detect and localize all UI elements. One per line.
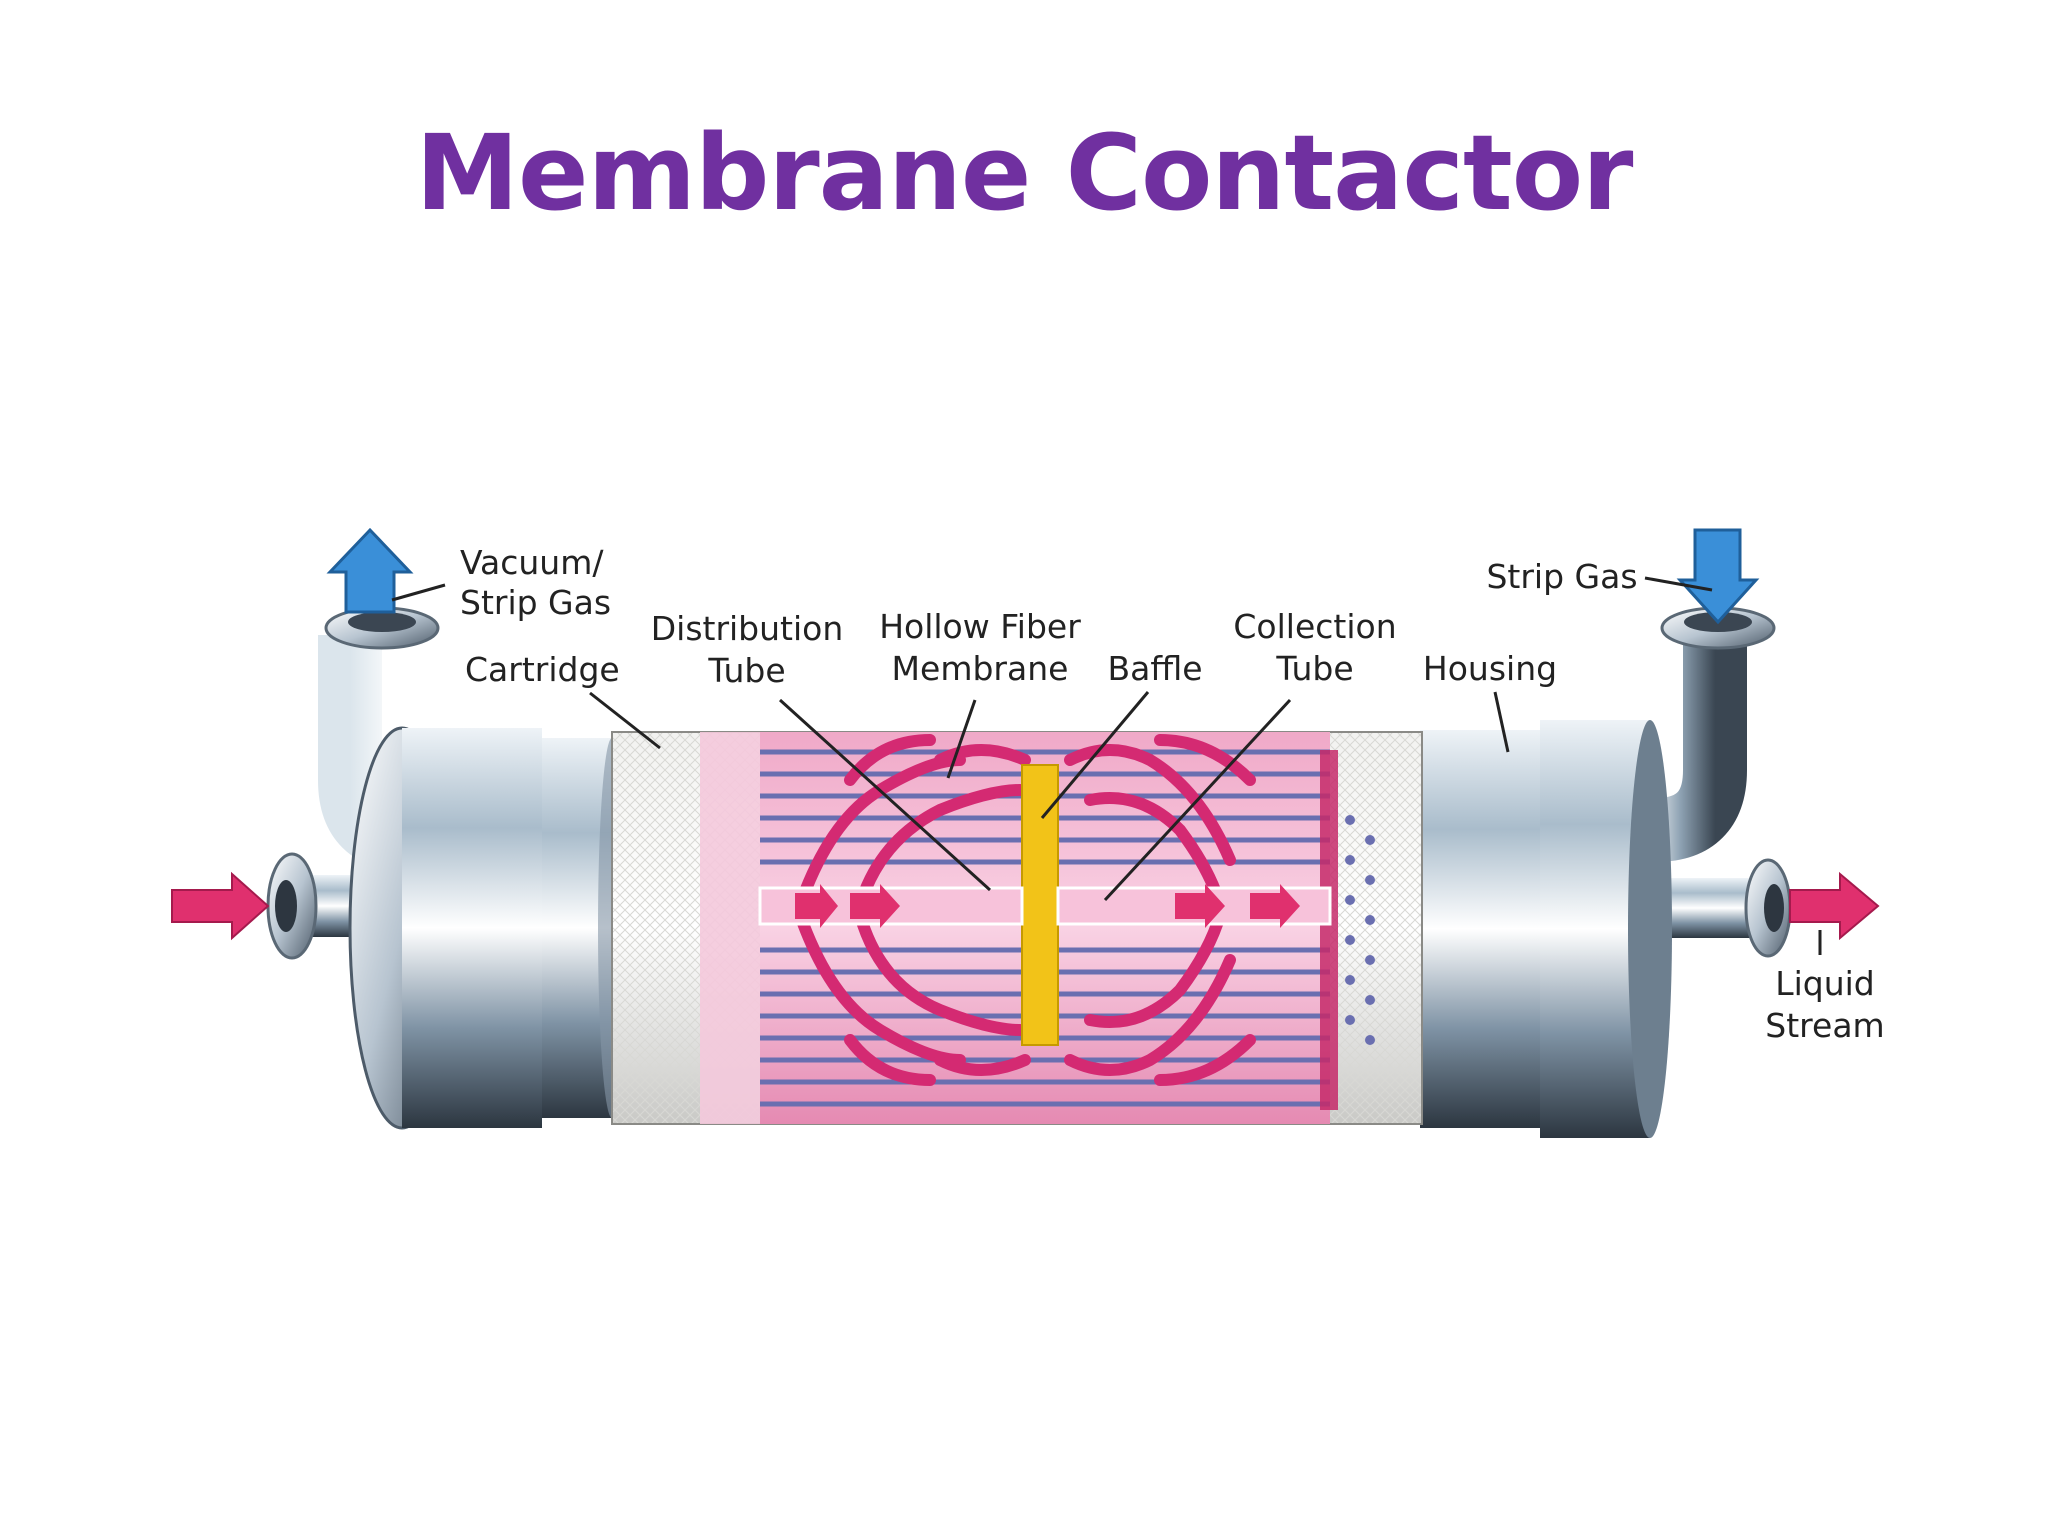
label-baffle: Baffle (1107, 649, 1202, 688)
fiber-end-bundle (1345, 815, 1375, 1045)
label-liquid-stream-1: Liquid (1775, 964, 1875, 1003)
left-end-cap (348, 726, 626, 1130)
label-distribution-tube-1: Distribution (651, 609, 844, 648)
label-hollow-fiber-membrane-2: Membrane (892, 649, 1069, 688)
label-vacuum-strip-gas-2: Strip Gas (460, 583, 611, 622)
label-liquid-stream-2: Stream (1765, 1006, 1884, 1045)
label-hollow-fiber-membrane-1: Hollow Fiber (879, 607, 1081, 646)
label-collection-tube-2: Tube (1275, 649, 1353, 688)
label-collection-tube-1: Collection (1233, 607, 1396, 646)
vacuum-strip-gas-arrow-icon (326, 527, 414, 614)
liquid-in-arrow-icon (171, 871, 270, 941)
internal-flow-arrows (795, 884, 1300, 928)
leader-lines (391, 576, 1822, 955)
label-strip-gas: Strip Gas (1486, 557, 1637, 596)
slide-title: Membrane Contactor (415, 112, 1634, 234)
label-vacuum-strip-gas-1: Vacuum/ (460, 543, 604, 582)
hollow-fiber-membrane (700, 732, 1375, 1124)
label-distribution-tube-2: Tube (707, 651, 785, 690)
label-housing: Housing (1423, 649, 1557, 688)
housing (1420, 720, 1672, 1138)
baffle (1021, 764, 1059, 1046)
label-cartridge: Cartridge (465, 650, 620, 689)
strip-gas-arrow-icon (1676, 528, 1760, 625)
liquid-out-arrow-icon (1789, 871, 1880, 941)
